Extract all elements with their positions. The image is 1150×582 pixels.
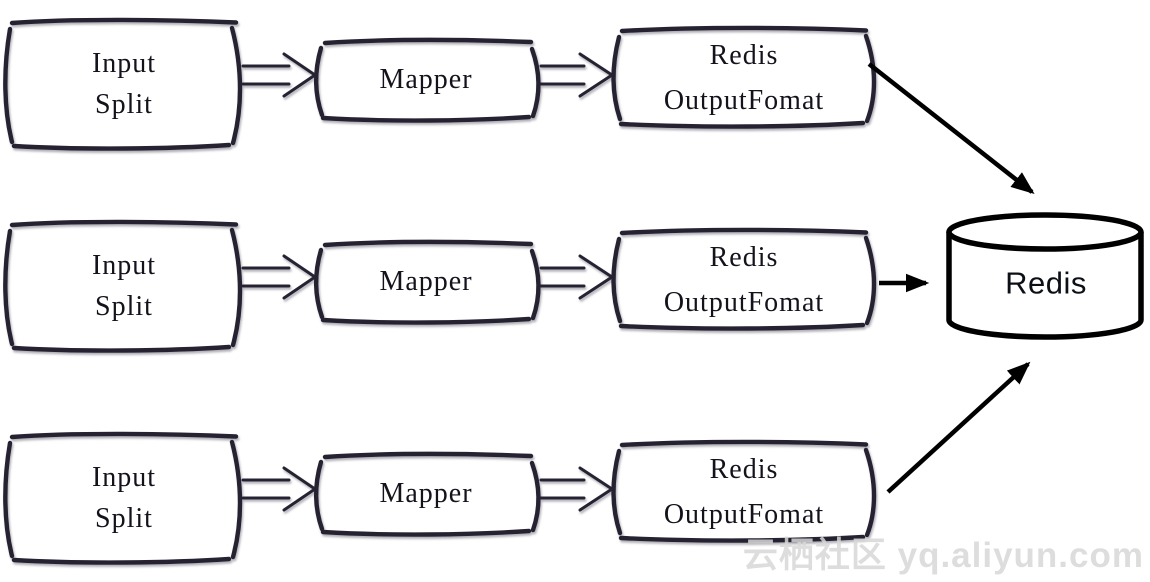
database-cylinder-top [946,212,1144,252]
input-split-label-line2: Split [95,291,153,322]
redis-output-label-line2: OutputFomat [663,85,825,116]
input-split-label-line2: Split [95,503,153,534]
aliyun-watermark: 云栖社区 yq.aliyun.com [742,536,1144,575]
redis-output-label-line2: OutputFomat [663,287,825,318]
mapper-label: Mapper [379,478,473,509]
input-split-label-line1: Input [91,462,157,493]
mapper-label: Mapper [379,64,473,95]
redis-output-label-line1: Redis [709,242,779,273]
redis-output-label-line1: Redis [709,454,779,485]
flow-arrow-row3-to-redis [886,361,1031,494]
redis-output-label-line1: Redis [709,40,779,71]
mapper-label: Mapper [379,266,473,297]
database-cylinder-body [946,232,1144,340]
input-split-label-line1: Input [91,48,157,79]
input-split-label-line2: Split [95,89,153,120]
redis-database-label: Redis [1005,265,1087,301]
input-split-label-line1: Input [91,250,157,281]
redis-output-label-line2: OutputFomat [663,499,825,530]
redis-database-cylinder [946,212,1144,340]
flow-arrow-row1-to-redis [867,62,1035,195]
